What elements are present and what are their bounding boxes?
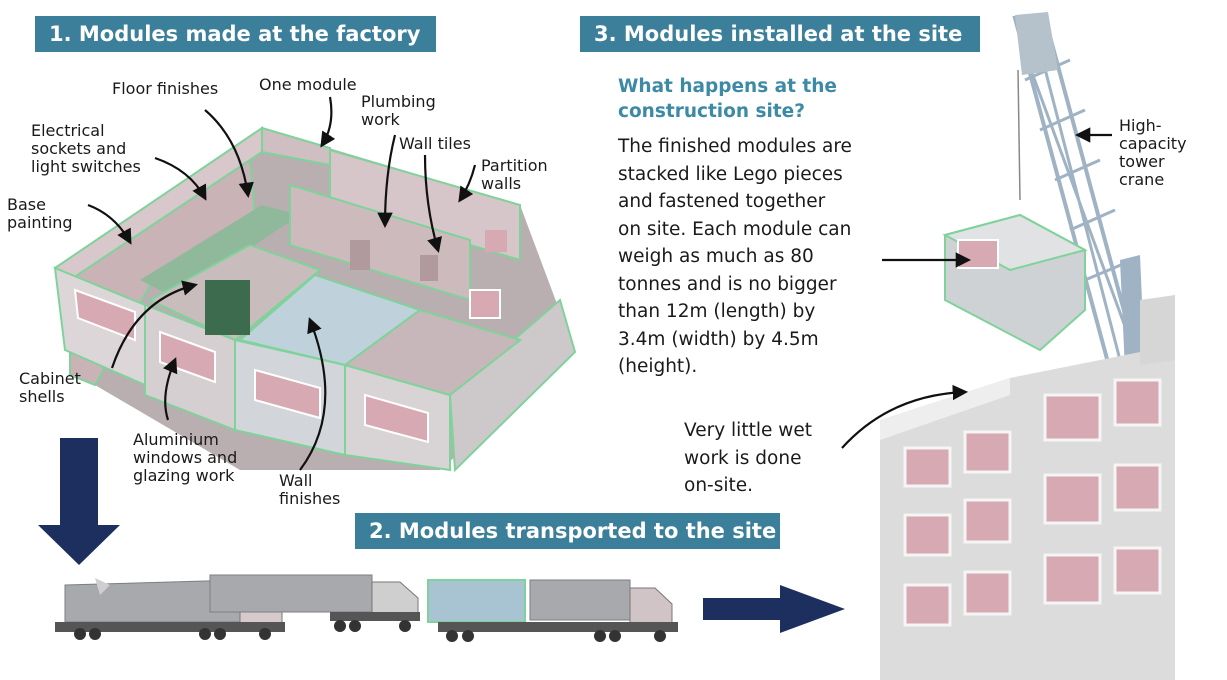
step3-banner: 3. Modules installed at the site [580,16,980,52]
down-arrow [38,438,120,565]
building-crane-illustration [880,12,1175,680]
site-pointer-arrows [841,127,1112,449]
trucks-illustration [55,574,678,642]
step1-banner: 1. Modules made at the factory [35,16,436,52]
label-floor-finishes: Floor finishes [112,79,219,98]
site-description: The finished modules are stacked like Le… [618,136,852,377]
factory-pointer-arrows [87,96,477,471]
right-arrow [703,585,845,633]
wet-work-note: Very little wet work is done on-site. [684,420,812,496]
label-wall-tiles: Wall tiles [399,134,471,153]
factory-modules-illustration [53,126,577,473]
step2-banner: 2. Modules transported to the site [355,513,780,549]
label-crane: High- capacity tower crane [1119,116,1187,189]
label-one-module: One module [259,75,357,94]
